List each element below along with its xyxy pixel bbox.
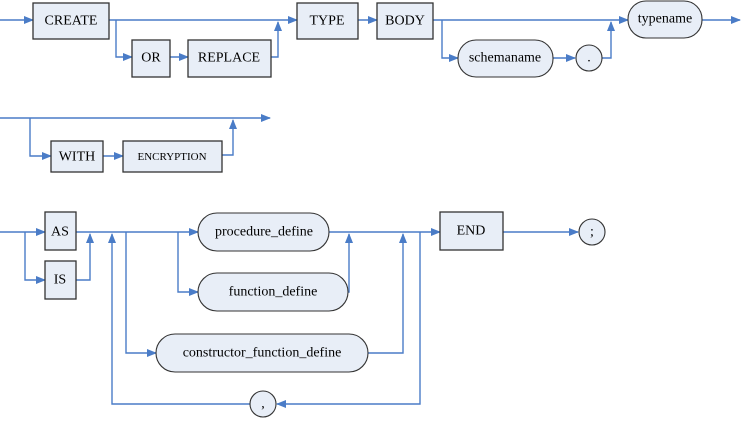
keyword-encryption: ENCRYPTION — [122, 140, 223, 173]
keyword-as: AS — [44, 211, 77, 251]
nonterminal-typename: typename — [627, 0, 703, 39]
symbol-comma: , — [249, 390, 277, 418]
keyword-replace: REPLACE — [187, 39, 272, 78]
keyword-with-label: WITH — [59, 150, 96, 165]
keyword-body: BODY — [376, 2, 434, 40]
keyword-as-label: AS — [51, 225, 69, 240]
keyword-create: CREATE — [32, 2, 110, 40]
typename-label: typename — [638, 12, 692, 27]
keyword-encryption-label: ENCRYPTION — [137, 151, 206, 163]
keyword-type: TYPE — [296, 2, 359, 40]
keyword-or: OR — [131, 39, 171, 78]
nonterminal-schemaname: schemaname — [457, 39, 554, 78]
function-define-label: function_define — [229, 285, 318, 300]
row2-connectors — [0, 114, 271, 160]
keyword-is: IS — [44, 260, 77, 300]
nonterminal-constructor-function-define: constructor_function_define — [155, 333, 369, 373]
comma-label: , — [261, 397, 265, 412]
nonterminal-function-define: function_define — [197, 272, 349, 312]
nonterminal-procedure-define: procedure_define — [197, 212, 330, 252]
keyword-replace-label: REPLACE — [198, 51, 260, 66]
keyword-with: WITH — [50, 140, 104, 173]
keyword-body-label: BODY — [385, 14, 425, 29]
keyword-is-label: IS — [54, 273, 66, 288]
symbol-dot: . — [575, 44, 603, 72]
semicolon-label: ; — [590, 225, 594, 240]
row3-connectors — [0, 228, 579, 408]
dot-label: . — [587, 51, 591, 66]
procedure-define-label: procedure_define — [215, 225, 313, 240]
keyword-end-label: END — [457, 224, 486, 239]
keyword-end: END — [439, 211, 504, 251]
schemaname-label: schemaname — [469, 51, 541, 66]
row1-connectors — [0, 16, 741, 62]
keyword-or-label: OR — [141, 51, 161, 66]
symbol-semicolon: ; — [578, 218, 606, 246]
keyword-type-label: TYPE — [310, 14, 345, 29]
constructor-function-define-label: constructor_function_define — [183, 346, 342, 361]
keyword-create-label: CREATE — [45, 14, 98, 29]
